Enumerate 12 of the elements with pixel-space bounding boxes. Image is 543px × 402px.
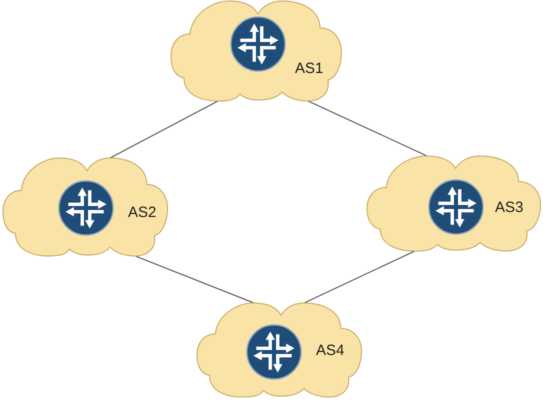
connector-line	[304, 250, 416, 304]
node-label: AS2	[128, 204, 156, 222]
node-label: AS4	[316, 342, 344, 360]
cloud-node	[366, 155, 541, 252]
node-label: AS3	[495, 199, 524, 217]
cloud-node	[2, 157, 168, 257]
node-label: AS1	[295, 60, 324, 78]
connector-line	[134, 256, 254, 304]
cloud-node	[170, 0, 342, 102]
connector-line	[308, 100, 428, 156]
connector-line	[110, 100, 218, 158]
cloud-node	[196, 302, 362, 398]
